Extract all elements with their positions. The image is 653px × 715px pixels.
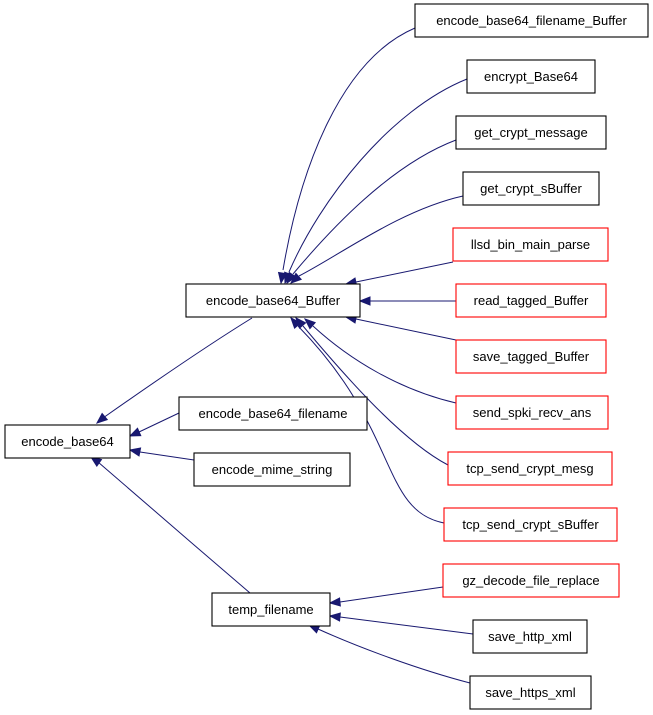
- node-encrypt_Base64[interactable]: encrypt_Base64: [466, 59, 596, 94]
- edge-arrowhead: [289, 272, 303, 284]
- edge-tcp_send_crypt_mesg-to-encode_base64_Buffer: [295, 316, 449, 466]
- node-label: encode_base64_filename_Buffer: [436, 13, 627, 28]
- edge-line: [339, 616, 474, 635]
- node-encode_base64_filename[interactable]: encode_base64_filename: [178, 396, 368, 431]
- edge-save_https_xml-to-temp_filename: [307, 624, 471, 684]
- node-box[interactable]: [414, 3, 649, 38]
- node-label: encode_base64_Buffer: [206, 293, 341, 308]
- edge-line: [288, 78, 468, 273]
- edge-arrowhead: [128, 447, 142, 457]
- node-box[interactable]: [462, 171, 600, 206]
- node-box[interactable]: [455, 395, 609, 430]
- node-label: encode_mime_string: [212, 462, 333, 477]
- node-tcp_send_crypt_sBuffer[interactable]: tcp_send_crypt_sBuffer: [443, 507, 618, 542]
- node-get_crypt_message[interactable]: get_crypt_message: [455, 115, 607, 150]
- node-label: save_https_xml: [485, 685, 575, 700]
- node-box[interactable]: [211, 592, 331, 627]
- node-label: llsd_bin_main_parse: [471, 237, 590, 252]
- node-box[interactable]: [455, 339, 607, 374]
- node-label: read_tagged_Buffer: [474, 293, 589, 308]
- node-label: encrypt_Base64: [484, 69, 578, 84]
- node-label: save_http_xml: [488, 629, 572, 644]
- node-box[interactable]: [193, 452, 351, 487]
- edge-arrowhead: [128, 427, 142, 437]
- edge-arrowhead: [95, 412, 109, 424]
- edges-layer: [89, 27, 474, 684]
- node-box[interactable]: [4, 424, 131, 459]
- node-box[interactable]: [472, 619, 588, 654]
- node-label: save_tagged_Buffer: [473, 349, 590, 364]
- edge-line: [297, 325, 445, 524]
- edge-get_crypt_sBuffer-to-encode_base64_Buffer: [289, 195, 464, 284]
- node-box[interactable]: [466, 59, 596, 94]
- edge-line: [282, 27, 416, 271]
- node-box[interactable]: [178, 396, 368, 431]
- edge-line: [298, 195, 464, 277]
- edge-line: [102, 317, 253, 419]
- node-encode_base64_filename_Buffer[interactable]: encode_base64_filename_Buffer: [414, 3, 649, 38]
- node-box[interactable]: [443, 507, 618, 542]
- node-save_http_xml[interactable]: save_http_xml: [472, 619, 588, 654]
- edge-llsd_bin_main_parse-to-encode_base64_Buffer: [344, 261, 454, 287]
- edge-arrowhead: [290, 316, 302, 330]
- nodes-layer: encode_base64 encode_base64_Buffer encode_…: [4, 3, 649, 710]
- node-tcp_send_crypt_mesg[interactable]: tcp_send_crypt_mesg: [447, 451, 613, 486]
- edge-encode_base64_filename_Buffer-to-encode_base64_Buffer: [277, 27, 416, 285]
- edge-arrowhead: [328, 597, 341, 607]
- node-read_tagged_Buffer[interactable]: read_tagged_Buffer: [455, 283, 607, 318]
- node-save_tagged_Buffer[interactable]: save_tagged_Buffer: [455, 339, 607, 374]
- edge-save_tagged_Buffer-to-encode_base64_Buffer: [344, 314, 457, 341]
- node-box[interactable]: [447, 451, 613, 486]
- node-gz_decode_file_replace[interactable]: gz_decode_file_replace: [442, 563, 620, 598]
- edge-line: [138, 412, 180, 433]
- node-encode_base64_Buffer[interactable]: encode_base64_Buffer: [185, 283, 361, 318]
- node-encode_base64[interactable]: encode_base64: [4, 424, 131, 459]
- edge-line: [317, 628, 471, 684]
- node-save_https_xml[interactable]: save_https_xml: [469, 675, 592, 710]
- edge-get_crypt_message-to-encode_base64_Buffer: [286, 139, 457, 285]
- edge-save_http_xml-to-temp_filename: [328, 612, 474, 635]
- edge-arrowhead: [328, 612, 341, 622]
- node-label: get_crypt_sBuffer: [480, 181, 582, 196]
- node-box[interactable]: [185, 283, 361, 318]
- node-box[interactable]: [442, 563, 620, 598]
- edge-line: [302, 325, 449, 466]
- edge-line: [292, 139, 457, 275]
- edge-arrowhead: [286, 271, 297, 285]
- node-label: send_spki_recv_ans: [473, 405, 592, 420]
- node-box[interactable]: [455, 283, 607, 318]
- node-label: temp_filename: [228, 602, 313, 617]
- node-label: gz_decode_file_replace: [462, 573, 599, 588]
- edge-line: [97, 461, 251, 594]
- edge-arrowhead: [303, 318, 317, 330]
- node-encode_mime_string[interactable]: encode_mime_string: [193, 452, 351, 487]
- node-label: encode_base64: [21, 434, 114, 449]
- node-temp_filename[interactable]: temp_filename: [211, 592, 331, 627]
- node-label: get_crypt_message: [474, 125, 587, 140]
- node-label: tcp_send_crypt_mesg: [466, 461, 593, 476]
- edge-read_tagged_Buffer-to-encode_base64_Buffer: [358, 296, 456, 306]
- node-label: tcp_send_crypt_sBuffer: [462, 517, 599, 532]
- edge-send_spki_recv_ans-to-encode_base64_Buffer: [303, 318, 457, 404]
- node-get_crypt_sBuffer[interactable]: get_crypt_sBuffer: [462, 171, 600, 206]
- node-box[interactable]: [452, 227, 609, 262]
- edge-gz_decode_file_replace-to-temp_filename: [328, 586, 444, 607]
- node-box[interactable]: [455, 115, 607, 150]
- edge-line: [355, 261, 454, 283]
- edge-line: [312, 325, 457, 404]
- node-send_spki_recv_ans[interactable]: send_spki_recv_ans: [455, 395, 609, 430]
- edge-line: [339, 586, 444, 603]
- node-box[interactable]: [469, 675, 592, 710]
- edge-tcp_send_crypt_sBuffer-to-encode_base64_Buffer: [290, 316, 445, 524]
- edge-encode_base64_Buffer-to-encode_base64: [95, 317, 253, 424]
- edge-line: [139, 451, 195, 461]
- edge-encode_base64_filename-to-encode_base64: [128, 412, 180, 437]
- edge-encode_mime_string-to-encode_base64: [128, 447, 195, 461]
- node-llsd_bin_main_parse[interactable]: llsd_bin_main_parse: [452, 227, 609, 262]
- edge-arrowhead: [358, 296, 371, 306]
- edge-line: [355, 318, 457, 341]
- node-label: encode_base64_filename: [199, 406, 348, 421]
